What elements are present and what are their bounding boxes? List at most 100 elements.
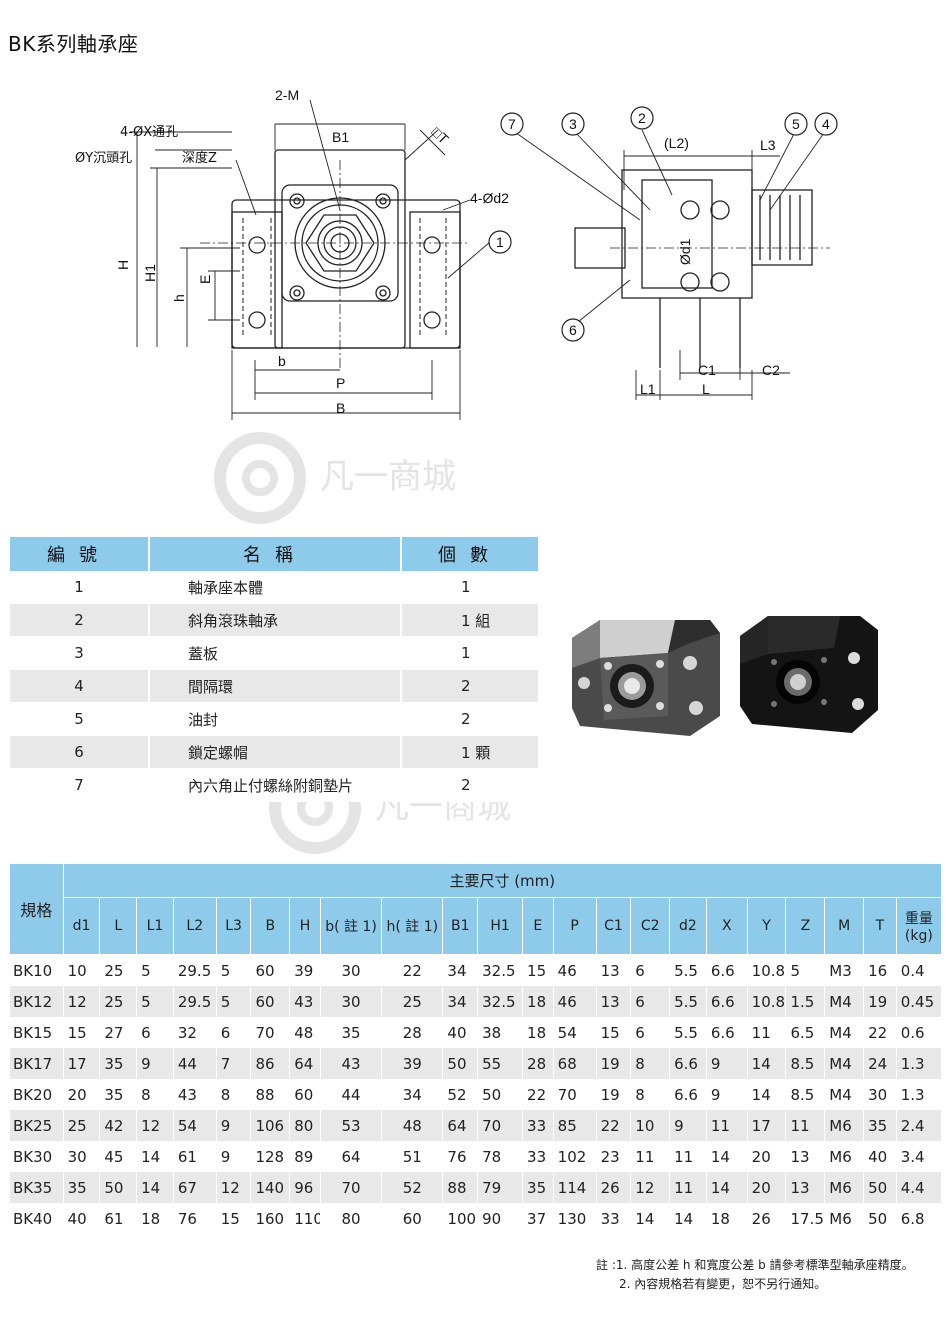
model-cell: BK12 <box>10 986 64 1017</box>
spec-cell: 46 <box>553 954 597 986</box>
spec-cell: 9 <box>706 1079 748 1110</box>
spec-cell: 37 <box>522 1203 554 1234</box>
header-z: Z <box>785 897 826 955</box>
spec-cell: 15 <box>63 1017 101 1048</box>
spec-cell: 44 <box>320 1079 383 1110</box>
table-row: 6 鎖定螺帽 1 顆 <box>10 735 538 769</box>
spec-cell: 35 <box>522 1172 554 1203</box>
part-quantity: 2 <box>401 768 538 802</box>
spec-cell: 130 <box>553 1203 597 1234</box>
spec-cell: 18 <box>522 1017 554 1048</box>
spec-cell: 12 <box>136 1110 174 1141</box>
label-h1: H1 <box>142 264 158 282</box>
footnote-1: 註 :1. 高度公差 h 和寬度公差 b 請參考標準型軸承座精度。 <box>596 1258 914 1272</box>
part-quantity: 2 <box>401 702 538 736</box>
spec-cell: 5.5 <box>669 986 707 1017</box>
spec-cell: 140 <box>250 1172 291 1203</box>
label-b1: B1 <box>332 129 349 145</box>
spec-cell: M4 <box>824 1048 865 1079</box>
spec-cell: 3.4 <box>896 1141 943 1172</box>
front-view-dimensions <box>130 99 491 420</box>
spec-cell: 54 <box>553 1017 597 1048</box>
label-d2: 4-Ød2 <box>470 190 509 206</box>
spec-cell: 11 <box>706 1110 748 1141</box>
part-quantity: 1 組 <box>401 603 538 637</box>
spec-cell: 9 <box>216 1141 252 1172</box>
header-quantity: 個數 <box>401 537 538 571</box>
spec-cell: 38 <box>477 1017 524 1048</box>
spec-cell: 78 <box>477 1141 524 1172</box>
table-row: 3 蓋板 1 <box>10 636 538 670</box>
callout-4: 4 <box>822 116 830 132</box>
part-name: 斜角滾珠軸承 <box>149 603 402 637</box>
spec-cell: 39 <box>381 1048 444 1079</box>
callout-3: 3 <box>569 116 577 132</box>
spec-cell: 32.5 <box>477 954 524 986</box>
spec-cell: 22 <box>522 1079 554 1110</box>
spec-cell: 50 <box>442 1048 479 1079</box>
spec-cell: 34 <box>442 954 479 986</box>
header-b: B <box>250 897 291 955</box>
spec-cell: 13 <box>785 1141 826 1172</box>
spec-cell: 6 <box>630 1017 671 1048</box>
spec-cell: 0.45 <box>896 986 943 1017</box>
spec-cell: 160 <box>250 1203 291 1234</box>
spec-cell: 39 <box>289 954 321 986</box>
spec-cell: M4 <box>824 1017 865 1048</box>
svg-text:凡一商城: 凡一商城 <box>320 457 456 497</box>
header-x: X <box>706 897 748 955</box>
spec-cell: 13 <box>785 1172 826 1203</box>
part-quantity: 2 <box>401 669 538 703</box>
table-row: 7 內六角止付螺絲附銅墊片 2 <box>10 768 538 802</box>
model-cell: BK30 <box>10 1141 64 1172</box>
spec-cell: 8 <box>216 1079 252 1110</box>
spec-cell: 20 <box>747 1141 787 1172</box>
header-h-note: h( 註 1) <box>381 897 444 955</box>
spec-cell: 22 <box>381 954 444 986</box>
spec-cell: 7 <box>216 1048 252 1079</box>
spec-cell: 11 <box>785 1110 826 1141</box>
spec-cell: 28 <box>381 1017 444 1048</box>
footnote-2: 2. 內容規格若有變更，恕不另行通知。 <box>619 1277 827 1291</box>
spec-cell: 5 <box>785 954 826 986</box>
spec-cell: 40 <box>63 1203 101 1234</box>
model-cell: BK25 <box>10 1110 64 1141</box>
spec-cell: 48 <box>381 1110 444 1141</box>
spec-cell: 50 <box>863 1203 897 1234</box>
part-quantity: 1 <box>401 571 538 604</box>
spec-cell: 88 <box>442 1172 479 1203</box>
spec-cell: 6 <box>630 954 671 986</box>
header-b1: B1 <box>442 897 479 955</box>
spec-cell: 35 <box>63 1172 101 1203</box>
spec-cell: 22 <box>863 1017 897 1048</box>
spec-cell: 90 <box>477 1203 524 1234</box>
spec-cell: 6 <box>216 1017 252 1048</box>
spec-cell: 16 <box>863 954 897 986</box>
spec-cell: 2.4 <box>896 1110 943 1141</box>
spec-cell: 19 <box>596 1048 632 1079</box>
model-cell: BK10 <box>10 954 64 986</box>
spec-cell: 60 <box>250 954 291 986</box>
label-c2: C2 <box>762 362 780 378</box>
spec-cell: 44 <box>173 1048 217 1079</box>
spec-cell: 29.5 <box>173 954 217 986</box>
spec-cell: 24 <box>863 1048 897 1079</box>
spec-cell: 6.6 <box>669 1079 707 1110</box>
label-l3: L3 <box>760 137 776 153</box>
spec-cell: M6 <box>824 1172 865 1203</box>
part-name: 鎖定螺帽 <box>149 735 402 769</box>
table-row: 5 油封 2 <box>10 702 538 736</box>
side-view-drawing <box>574 169 830 368</box>
spec-cell: 19 <box>596 1079 632 1110</box>
spec-cell: 110 <box>289 1203 321 1234</box>
header-weight: 重量(kg) <box>896 897 943 955</box>
spec-cell: 0.6 <box>896 1017 943 1048</box>
spec-cell: 10 <box>63 954 101 986</box>
spec-cell: 33 <box>522 1110 554 1141</box>
header-m: M <box>824 897 865 955</box>
spec-cell: 33 <box>596 1203 632 1234</box>
spec-cell: 18 <box>136 1203 174 1234</box>
